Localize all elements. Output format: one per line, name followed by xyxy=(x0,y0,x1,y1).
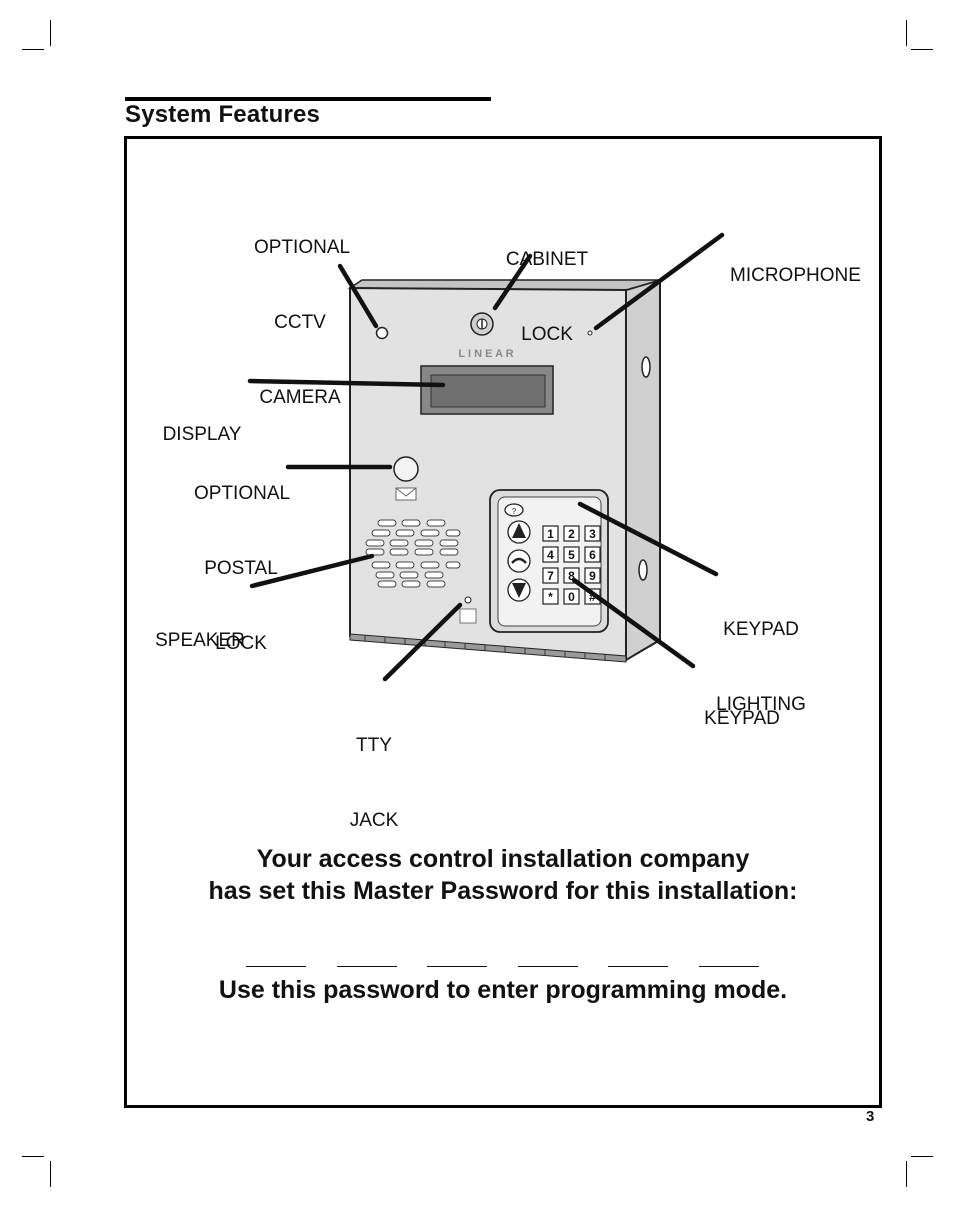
keypad-key-label: 9 xyxy=(589,569,596,583)
section-rule xyxy=(125,97,491,101)
keypad-key-label: 8 xyxy=(568,569,575,583)
keypad-key-label: * xyxy=(548,590,553,604)
tty-jack xyxy=(464,596,472,604)
feature-frame xyxy=(124,136,882,1108)
keypad-key xyxy=(542,588,559,605)
speaker-grille xyxy=(365,519,461,588)
page-number: 3 xyxy=(866,1108,875,1125)
password-blank xyxy=(336,948,397,967)
keypad-key xyxy=(563,588,580,605)
keypad-key-label: 0 xyxy=(568,590,575,604)
crop-mark xyxy=(911,49,933,50)
label-tty-jack: TTY JACK xyxy=(344,683,404,858)
password-blank xyxy=(427,948,487,967)
keypad-key xyxy=(563,546,580,563)
notice-line-3: Use this password to enter programming m… xyxy=(218,976,788,1004)
mail-icon xyxy=(395,487,417,501)
keypad-key-label: 1 xyxy=(547,527,554,541)
microphone-hole xyxy=(587,330,593,336)
notice-line-1: Your access control installation company xyxy=(256,845,750,873)
crop-mark xyxy=(50,1161,51,1187)
label-line: KEYPAD xyxy=(704,708,780,729)
keypad-key xyxy=(542,567,559,584)
call-key xyxy=(507,549,531,573)
help-key-label: ? xyxy=(512,507,517,516)
callout-leaders xyxy=(247,232,725,682)
password-blank xyxy=(246,948,306,967)
keypad-key-label: 2 xyxy=(568,527,575,541)
password-blank xyxy=(608,948,668,967)
password-blank xyxy=(698,948,759,967)
crop-mark xyxy=(22,49,44,50)
label-cctv-camera: OPTIONAL CCTV CAMERA xyxy=(254,185,351,435)
label-cabinet-lock: CABINET LOCK xyxy=(503,197,591,372)
cabinet-hinge xyxy=(349,633,627,663)
cabinet-side xyxy=(625,278,661,662)
crop-mark xyxy=(906,20,907,46)
label-line: POSTAL xyxy=(204,558,278,579)
postal-lock xyxy=(393,456,419,482)
keypad-key xyxy=(584,525,601,542)
keypad-key xyxy=(542,525,559,542)
keypad-key-label: 7 xyxy=(547,569,554,583)
label-line: CAMERA xyxy=(259,387,341,408)
label-line: CCTV xyxy=(274,312,326,333)
label-line: MICROPHONE xyxy=(730,265,861,286)
side-knockout xyxy=(641,356,651,378)
keypad-key xyxy=(563,525,580,542)
brand-logo: L I N E A R xyxy=(458,348,513,360)
tty-icon xyxy=(459,608,477,624)
label-display: DISPLAY xyxy=(160,372,244,472)
label-keypad: KEYPAD xyxy=(700,656,784,756)
crop-mark xyxy=(22,1156,44,1157)
label-line: CABINET xyxy=(505,249,589,270)
label-line: JACK xyxy=(349,810,399,831)
label-postal-lock: OPTIONAL POSTAL LOCK xyxy=(194,431,291,681)
label-line: DISPLAY xyxy=(162,424,242,445)
label-line: OPTIONAL xyxy=(194,483,291,504)
keypad-key-label: 5 xyxy=(568,548,575,562)
label-line: LOCK xyxy=(521,324,573,345)
keypad-key-label: 6 xyxy=(589,548,596,562)
label-line: SPEAKER xyxy=(155,630,245,651)
label-line: OPTIONAL xyxy=(254,237,351,258)
password-blank xyxy=(517,948,578,967)
label-microphone: MICROPHONE xyxy=(730,213,861,313)
keypad-key-label: 4 xyxy=(547,548,554,562)
crop-mark xyxy=(50,20,51,46)
keypad-key-label: 3 xyxy=(589,527,596,541)
section-title: System Features xyxy=(125,101,321,128)
keypad-key xyxy=(584,567,601,584)
label-line: TTY xyxy=(356,735,392,756)
label-speaker: SPEAKER xyxy=(155,578,245,678)
help-key xyxy=(504,503,524,517)
side-knockout xyxy=(638,559,648,581)
label-line: LIGHTING xyxy=(716,694,806,715)
crop-mark xyxy=(906,1161,907,1187)
keypad-key xyxy=(542,546,559,563)
label-keypad-lighting: KEYPAD LIGHTING xyxy=(712,567,810,742)
keypad-key-label: # xyxy=(589,590,596,604)
label-line: LOCK xyxy=(215,633,267,654)
label-line: KEYPAD xyxy=(723,619,799,640)
keypad-key xyxy=(584,546,601,563)
camera-lens xyxy=(375,326,389,340)
crop-mark xyxy=(911,1156,933,1157)
notice-line-2: has set this Master Password for this in… xyxy=(208,877,798,905)
display-screen xyxy=(430,374,546,408)
